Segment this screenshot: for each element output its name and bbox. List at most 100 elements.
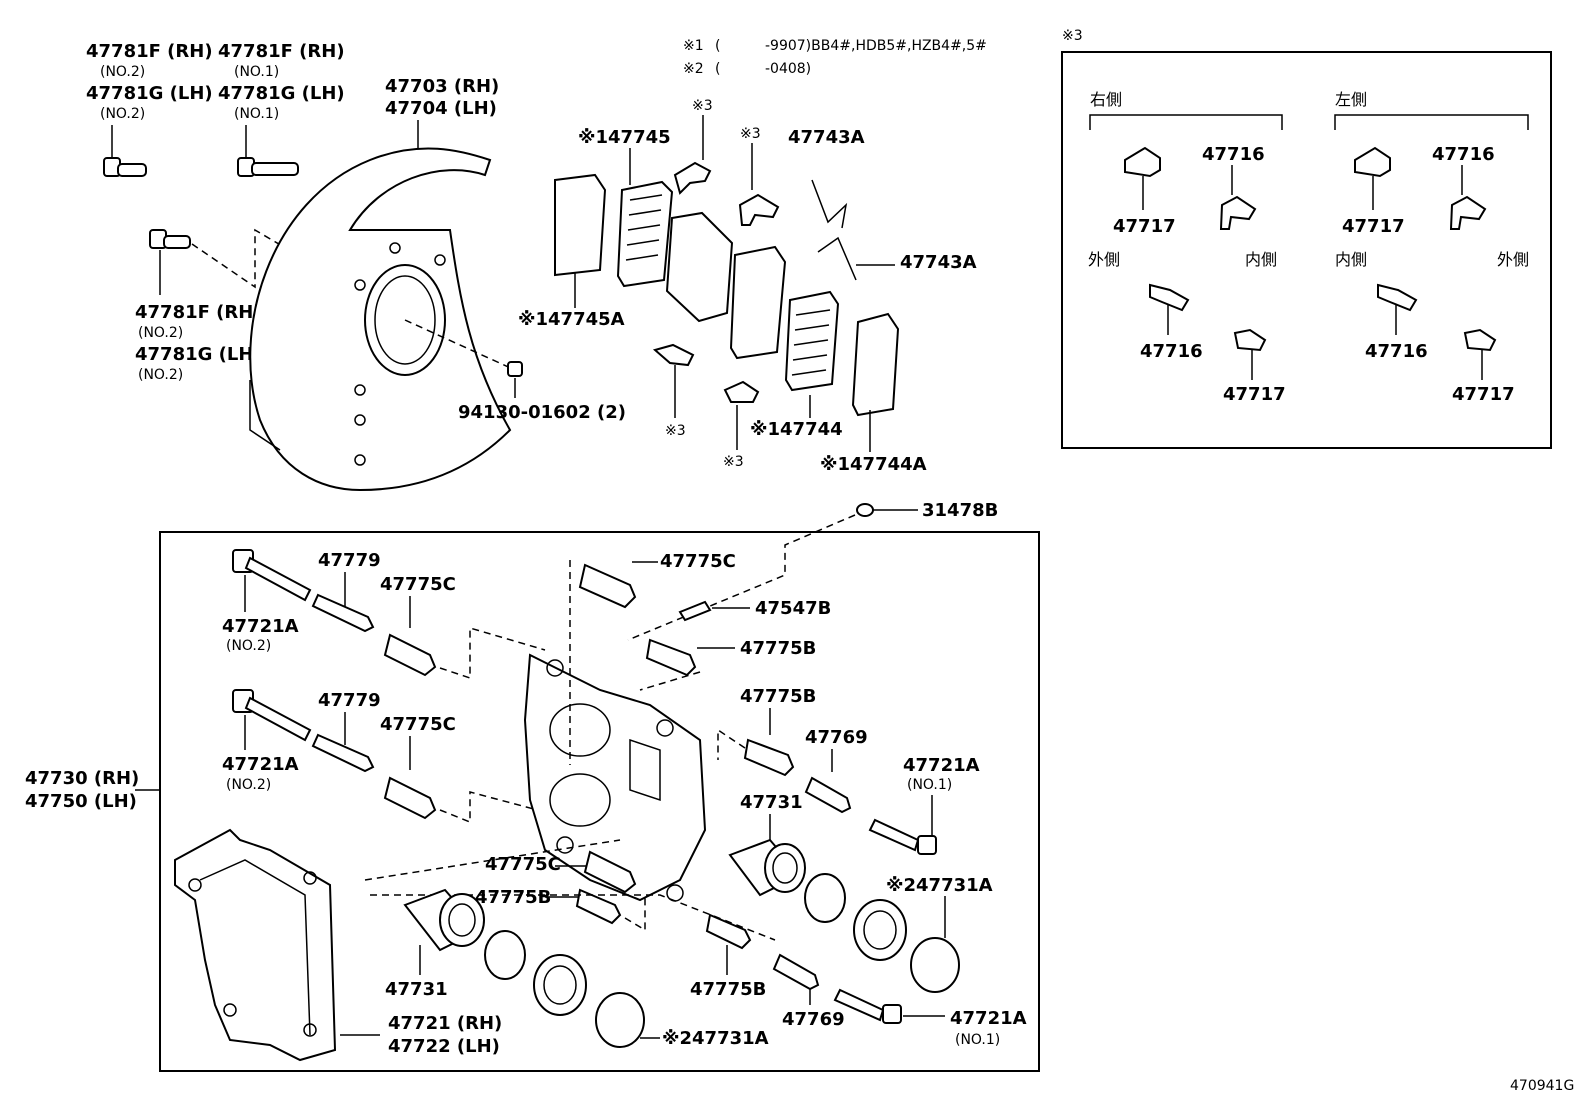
pad-clip-icon: [738, 193, 780, 226]
piston-seal-kit-left-icon: [595, 992, 645, 1048]
guide-pin-47779-icon: [311, 733, 375, 773]
inset-frame: [1061, 51, 1552, 449]
note-1-text: -9907)BB4#,HDB5#,HZB4#,5#: [765, 38, 987, 54]
label-47717: 47717: [1452, 384, 1515, 405]
bolt-47781-no1-icon: [237, 125, 299, 177]
label-31478B: 31478B: [922, 500, 998, 521]
boot-47775C-upper-icon: [578, 563, 637, 609]
label-47717: 47717: [1342, 216, 1405, 237]
piston-47731-right-icon: [728, 838, 806, 897]
boot-47775B-lower-icon: [575, 888, 622, 925]
anti-squeal-shim-47745-icon: [616, 180, 674, 288]
note-2-text: -0408): [765, 61, 811, 77]
label-no2: (NO.2): [226, 638, 271, 654]
label-47775B: 47775B: [690, 979, 766, 1000]
anti-squeal-shim-47744A-icon: [851, 312, 900, 417]
inset-clip-box: ※3 右側 左側 47717 47716 外側 内側 47716 47717 4…: [1061, 28, 1552, 449]
anti-squeal-shim-47745A-icon: [554, 173, 607, 277]
pad-clip-icon: [673, 161, 712, 195]
clip-47716-lh-icon: [1377, 283, 1418, 312]
label-47781G-LH-no2-lower: 47781G (LH): [135, 344, 262, 365]
label-47781F-RH-no1: 47781F (RH): [218, 41, 345, 62]
note-1-mark: ※1: [683, 38, 704, 54]
label-47775C: 47775C: [485, 854, 561, 875]
boot-47775B-icon: [645, 638, 697, 677]
label-47716: 47716: [1365, 341, 1428, 362]
label-no2: (NO.2): [100, 64, 145, 80]
label-47721A: 47721A: [222, 616, 299, 637]
outer-label: 外側: [1088, 250, 1120, 269]
inset-title: ※3: [1062, 28, 1083, 44]
outer-label: 外側: [1497, 250, 1529, 269]
label-47744A: ※147744A: [820, 454, 927, 475]
label-94130-01602: 94130-01602 (2): [458, 402, 626, 423]
label-47722-LH: 47722 (LH): [388, 1036, 500, 1057]
label-47743A: 47743A: [788, 127, 865, 148]
label-no2: (NO.2): [226, 777, 271, 793]
label-47716: 47716: [1202, 144, 1265, 165]
clip-47716-rh-icon: [1149, 283, 1190, 312]
label-47745: ※147745: [578, 127, 671, 148]
piston-seal-left-icon: [484, 930, 526, 980]
pad-clip-icon: [652, 343, 695, 367]
label-no2: (NO.2): [138, 325, 183, 341]
bolt-47721A-upper-icon: [232, 549, 312, 612]
label-47775C: 47775C: [380, 714, 456, 735]
label-mark3: ※3: [665, 423, 686, 439]
label-mark3: ※3: [723, 454, 744, 470]
bolt-47721A-no1-lower-icon: [833, 988, 945, 1024]
bolt-47781-lower-icon: [149, 228, 375, 301]
label-47721-RH: 47721 (RH): [388, 1013, 502, 1034]
inset-right-bracket: [1089, 114, 1283, 130]
sleeve-47769-icon: [772, 953, 820, 991]
pad-clip-icon: [723, 380, 760, 403]
label-47730-RH: 47730 (RH): [25, 768, 139, 789]
inset-left-side-label: 左側: [1335, 90, 1367, 109]
label-47731A: ※247731A: [886, 875, 993, 896]
pad-outer-icon: [729, 245, 787, 360]
label-47781F-RH-no2-lower: 47781F (RH): [135, 302, 262, 323]
inset-right-side-label: 右側: [1090, 90, 1122, 109]
bleeder-plug-47547B-icon: [678, 600, 750, 622]
inset-left-bracket: [1334, 114, 1529, 130]
label-no2: (NO.2): [138, 367, 183, 383]
label-47779: 47779: [318, 550, 381, 571]
pad-inner-icon: [665, 211, 734, 323]
label-47717: 47717: [1223, 384, 1286, 405]
piston-seal-kit-right-icon: [910, 937, 960, 993]
diagram-code: 470941G: [1510, 1078, 1574, 1094]
assembly-line: [717, 728, 746, 760]
label-47745A: ※147745A: [518, 309, 625, 330]
label-47781G-LH-no2: 47781G (LH): [86, 83, 213, 104]
piston-47731-left-icon: [403, 888, 485, 952]
pad-wear-indicator-icon: [817, 236, 857, 281]
label-no1: (NO.1): [907, 777, 952, 793]
sleeve-47769-icon: [804, 776, 852, 814]
assembly-line: [439, 626, 546, 680]
clip-47717-lh-icon: [1463, 328, 1497, 352]
nut-94130-icon: [507, 361, 523, 398]
note-2-open: (: [715, 61, 720, 77]
boot-47775B-icon: [743, 738, 795, 777]
note-1-open: (: [715, 38, 720, 54]
label-47721A: 47721A: [222, 754, 299, 775]
label-47704-LH: 47704 (LH): [385, 98, 497, 119]
clip-47717-lh-inner-icon: [1354, 146, 1391, 178]
boot-47775C-lower-icon: [583, 850, 637, 894]
disc-dust-cover-icon: [249, 147, 516, 492]
label-mark3: ※3: [740, 126, 761, 142]
boot-47775C-icon: [383, 776, 437, 820]
bleeder-cap-31478B-icon: [627, 503, 918, 641]
label-47775B: 47775B: [740, 638, 816, 659]
piston-seal-right-icon: [804, 873, 846, 923]
inner-label: 内側: [1245, 250, 1277, 269]
label-47775B: 47775B: [475, 887, 551, 908]
boot-47775C-icon: [383, 633, 437, 677]
label-47716: 47716: [1140, 341, 1203, 362]
inner-label: 内側: [1335, 250, 1367, 269]
label-47781G-LH-no1: 47781G (LH): [218, 83, 345, 104]
dust-boot-right-icon: [853, 899, 907, 961]
label-47703-RH: 47703 (RH): [385, 76, 499, 97]
bolt-47721A-no1-icon: [868, 818, 937, 855]
